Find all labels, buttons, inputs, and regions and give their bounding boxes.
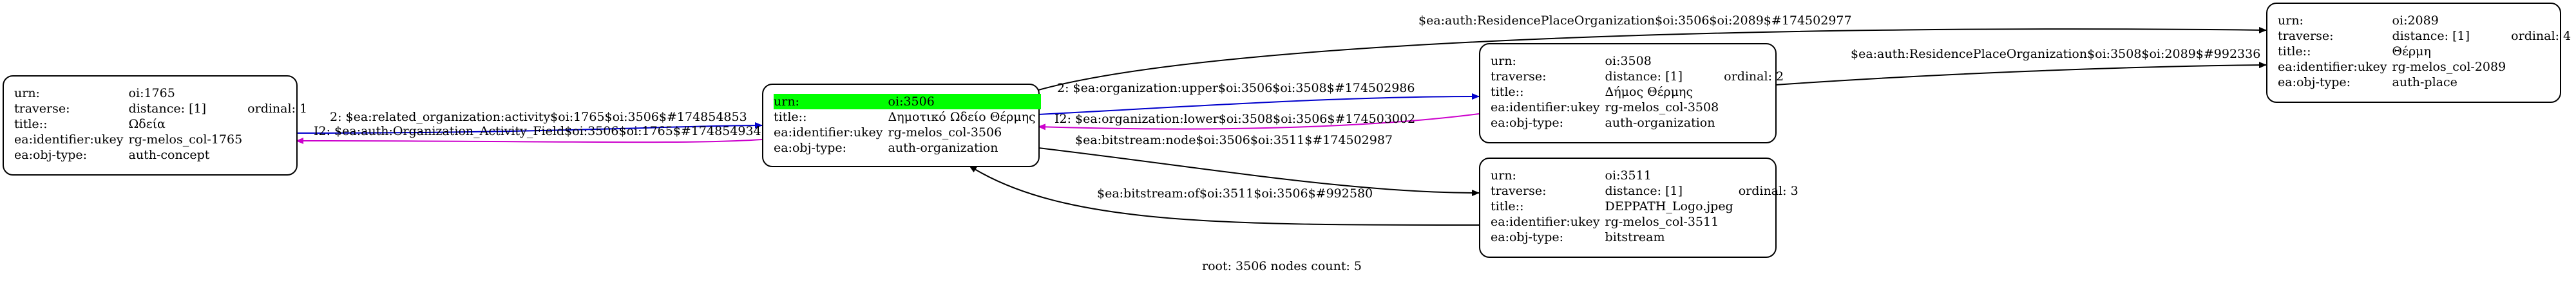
urn-value: oi:3511 xyxy=(1605,168,1652,183)
ordinal-value: ordinal: 3 xyxy=(1738,184,1798,198)
urn-key: urn: xyxy=(2278,14,2304,28)
edge-label-bitstream-node: $ea:bitstream:node$oi:3506$oi:3511$#1745… xyxy=(1075,133,1393,147)
urn-key: urn: xyxy=(14,86,40,100)
type-value: auth-concept xyxy=(128,148,210,162)
node-oi-3511[interactable]: urn: oi:3511 traverse: distance: [1] ordina… xyxy=(1479,158,1798,258)
edge-bitstream-node xyxy=(1038,147,1480,196)
urn-value: oi:2089 xyxy=(2392,14,2439,28)
edge-related-organization xyxy=(296,122,763,134)
ordinal-value: ordinal: 1 xyxy=(247,102,308,116)
title-value: Δημοτικό Ωδείο Θέρμης xyxy=(888,110,1036,124)
title-key: title:: xyxy=(1491,85,1524,99)
node-fields: urn: oi:3508 traverse: distance: [1] ordina… xyxy=(1491,53,1789,131)
node-oi-3506-root[interactable]: urn:oi:3506 title::Δημοτικό Ωδείο Θέρμης… xyxy=(762,84,1041,167)
urn-key: urn: xyxy=(1491,54,1516,68)
edge-organization-activity-field xyxy=(296,138,763,145)
traverse-key: traverse: xyxy=(14,102,70,116)
traverse-value: distance: [1] xyxy=(128,102,206,116)
type-key: ea:obj-type: xyxy=(14,148,88,162)
edge-label-organization-lower: I2: $ea:organization:lower$oi:3508$oi:35… xyxy=(1054,112,1416,126)
edge-bitstream-of xyxy=(969,165,1480,226)
type-value: auth-organization xyxy=(1605,116,1715,130)
node-fields: urn: oi:1765 traverse: distance: [1] ordina… xyxy=(14,86,312,163)
edge-label-organization-upper: 2: $ea:organization:upper$oi:3506$oi:350… xyxy=(1057,81,1415,95)
traverse-value: distance: [1] xyxy=(2392,29,2470,43)
urn-value: oi:3508 xyxy=(1605,54,1652,68)
ukey-key: ea:identifier:ukey xyxy=(14,132,124,147)
edge-label-organization-activity-field: I2: $ea:auth:Organization_Activity_Field… xyxy=(314,124,761,138)
ukey-value: rg-melos_col-3508 xyxy=(1605,100,1719,114)
title-value: DEPPATH_Logo.jpeg xyxy=(1605,199,1733,213)
node-oi-3508[interactable]: urn: oi:3508 traverse: distance: [1] ordina… xyxy=(1479,43,1784,143)
title-key: title:: xyxy=(2278,44,2311,59)
ordinal-value: ordinal: 4 xyxy=(2511,29,2571,43)
traverse-key: traverse: xyxy=(1491,69,1547,84)
ukey-value: rg-melos_col-1765 xyxy=(128,132,243,147)
traverse-value: distance: [1] xyxy=(1605,69,1683,84)
title-key: title:: xyxy=(774,110,807,124)
title-key: title:: xyxy=(14,117,48,131)
title-value: Δήμος Θέρμης xyxy=(1605,85,1693,99)
urn-key: urn: xyxy=(774,94,888,109)
type-key: ea:obj-type: xyxy=(1491,230,1564,244)
ukey-key: ea:identifier:ukey xyxy=(2278,60,2387,74)
title-key: title:: xyxy=(1491,199,1524,213)
title-value: Ωδεία xyxy=(128,117,166,131)
ukey-value: rg-melos_col-2089 xyxy=(2392,60,2506,74)
node-fields: urn: oi:3511 traverse: distance: [1] ordina… xyxy=(1491,168,1804,245)
urn-value: oi:1765 xyxy=(128,86,175,100)
type-value: bitstream xyxy=(1605,230,1665,244)
node-fields: urn: oi:2089 traverse: distance: [1] ordina… xyxy=(2278,13,2576,90)
edge-label-residence-place-3508: $ea:auth:ResidencePlaceOrganization$oi:3… xyxy=(1851,47,2261,61)
type-key: ea:obj-type: xyxy=(1491,116,1564,130)
node-oi-1765[interactable]: urn: oi:1765 traverse: distance: [1] ordina… xyxy=(3,75,307,176)
root-highlight-row: urn:oi:3506 xyxy=(774,94,1041,109)
type-value: auth-organization xyxy=(888,141,998,155)
node-oi-2089[interactable]: urn: oi:2089 traverse: distance: [1] ordina… xyxy=(2266,3,2571,103)
edge-label-related-organization: 2: $ea:related_organization:activity$oi:… xyxy=(330,110,747,124)
traverse-key: traverse: xyxy=(1491,184,1547,198)
ukey-value: rg-melos_col-3511 xyxy=(1605,215,1719,229)
graph-caption: root: 3506 nodes count: 5 xyxy=(1201,259,1362,273)
urn-key: urn: xyxy=(1491,168,1516,183)
edge-residence-place-3508 xyxy=(1775,62,2267,86)
urn-value: oi:3506 xyxy=(888,94,1041,109)
type-value: auth-place xyxy=(2392,75,2457,89)
edge-organization-lower xyxy=(1038,113,1480,131)
edge-organization-upper xyxy=(1038,93,1480,115)
edge-label-residence-place-3506: $ea:auth:ResidencePlaceOrganization$oi:3… xyxy=(1418,14,1852,28)
edge-label-bitstream-of: $ea:bitstream:of$oi:3511$oi:3506$#992580 xyxy=(1097,186,1373,201)
ukey-value: rg-melos_col-3506 xyxy=(888,125,1002,140)
traverse-value: distance: [1] xyxy=(1605,184,1683,198)
node-fields: urn:oi:3506 title::Δημοτικό Ωδείο Θέρμης… xyxy=(774,94,1041,156)
type-key: ea:obj-type: xyxy=(2278,75,2351,89)
ukey-key: ea:identifier:ukey xyxy=(774,125,883,140)
traverse-key: traverse: xyxy=(2278,29,2334,43)
ukey-key: ea:identifier:ukey xyxy=(1491,100,1600,114)
ukey-key: ea:identifier:ukey xyxy=(1491,215,1600,229)
ordinal-value: ordinal: 2 xyxy=(1724,69,1784,84)
type-key: ea:obj-type: xyxy=(774,141,847,155)
edge-residence-place-3506 xyxy=(1038,26,2267,91)
title-value: Θέρμη xyxy=(2392,44,2431,59)
